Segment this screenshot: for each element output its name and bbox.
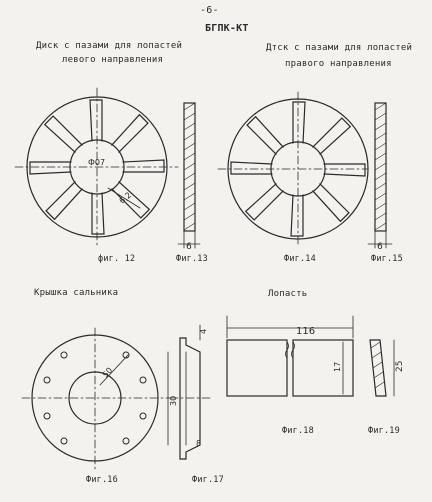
right-disc-drawing	[217, 91, 369, 247]
figure-19-caption: Фиг.19	[368, 426, 400, 436]
blade-length-dimension: 116	[296, 326, 315, 337]
cover-diameter-dimension: 50	[101, 366, 115, 380]
left-thickness-dimension: 6	[186, 242, 192, 252]
document-heading: БГПК-КТ	[205, 23, 249, 34]
blade-edge-profile	[369, 339, 387, 397]
cover-8-dimension: 8	[196, 439, 201, 448]
cover-title: Крышка сальника	[34, 288, 119, 298]
figure-18-caption: Фиг.18	[282, 426, 314, 436]
blade-left-part	[226, 339, 288, 397]
figure-17-caption: Фиг.17	[192, 475, 224, 485]
right-disc-side-view: 6	[367, 102, 393, 252]
cover-flange-dimension: 4	[199, 329, 208, 334]
right-disc-subtitle: правого направления	[285, 59, 392, 69]
left-bore-dimension: Ф07	[88, 158, 105, 167]
left-disc-title: Диск с пазами для лопастей	[36, 41, 183, 51]
figure-15-caption: Фиг.15	[371, 254, 403, 264]
right-disc-side-rect	[374, 102, 387, 232]
blade-title: Лопасть	[268, 289, 308, 299]
cover-bolt-holes	[43, 351, 147, 445]
left-disc-side-view: 6	[177, 102, 201, 252]
right-thickness-dimension: 6	[377, 242, 383, 252]
page-number: -6-	[200, 5, 219, 16]
blade-edge-dimension: 25	[395, 361, 405, 372]
cover-section-profile	[179, 337, 201, 460]
blade-drawing: 116 17	[226, 315, 354, 397]
left-disc-slots	[29, 99, 165, 235]
blade-width-dimension: 17	[333, 362, 342, 372]
figure-13-caption: Фиг.13	[176, 254, 208, 264]
figure-12-caption: фиг. 12	[98, 254, 136, 264]
right-disc-title: Дтск с пазами для лопастей	[266, 43, 413, 53]
cover-front-view: 50	[21, 327, 171, 471]
cover-inner-dimension: 30	[169, 396, 178, 406]
cover-section-view: 4 30 8	[167, 324, 211, 460]
figure-14-caption: Фиг.14	[284, 254, 316, 264]
figure-16-caption: Фиг.16	[86, 475, 118, 485]
right-disc-slots	[230, 101, 366, 237]
left-disc-subtitle: левого направления	[62, 55, 164, 65]
left-disc-drawing: Ф07 6,2	[14, 87, 179, 249]
blade-edge-view: 25	[369, 339, 405, 397]
blade-right-part	[292, 339, 354, 397]
left-disc-side-rect	[183, 102, 196, 232]
